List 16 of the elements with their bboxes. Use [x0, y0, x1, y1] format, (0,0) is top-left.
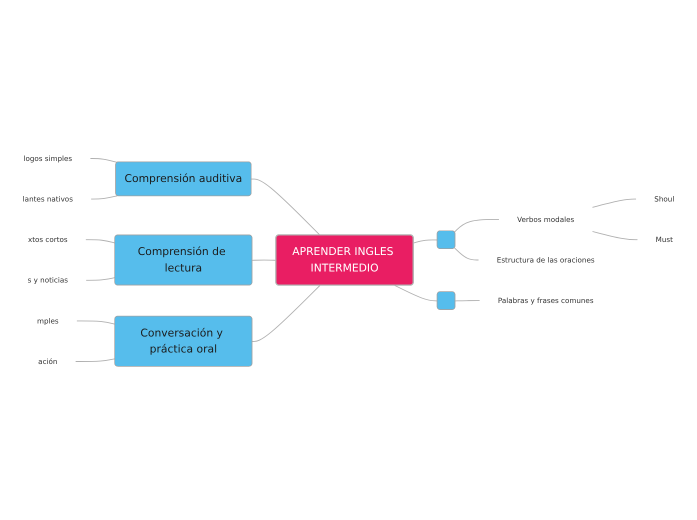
connector: [251, 178, 320, 236]
connector: [394, 284, 438, 302]
connector: [454, 218, 500, 232]
connector: [413, 239, 438, 244]
connector: [592, 230, 638, 240]
connector: [454, 248, 480, 260]
connector: [454, 300, 480, 302]
connector: [252, 260, 277, 261]
connector: [85, 239, 116, 244]
connector: [74, 358, 116, 362]
connector: [90, 158, 118, 163]
connector: [85, 277, 116, 281]
connector: [592, 198, 637, 208]
connector: [76, 320, 116, 325]
connector: [90, 195, 118, 200]
connector: [252, 284, 320, 342]
